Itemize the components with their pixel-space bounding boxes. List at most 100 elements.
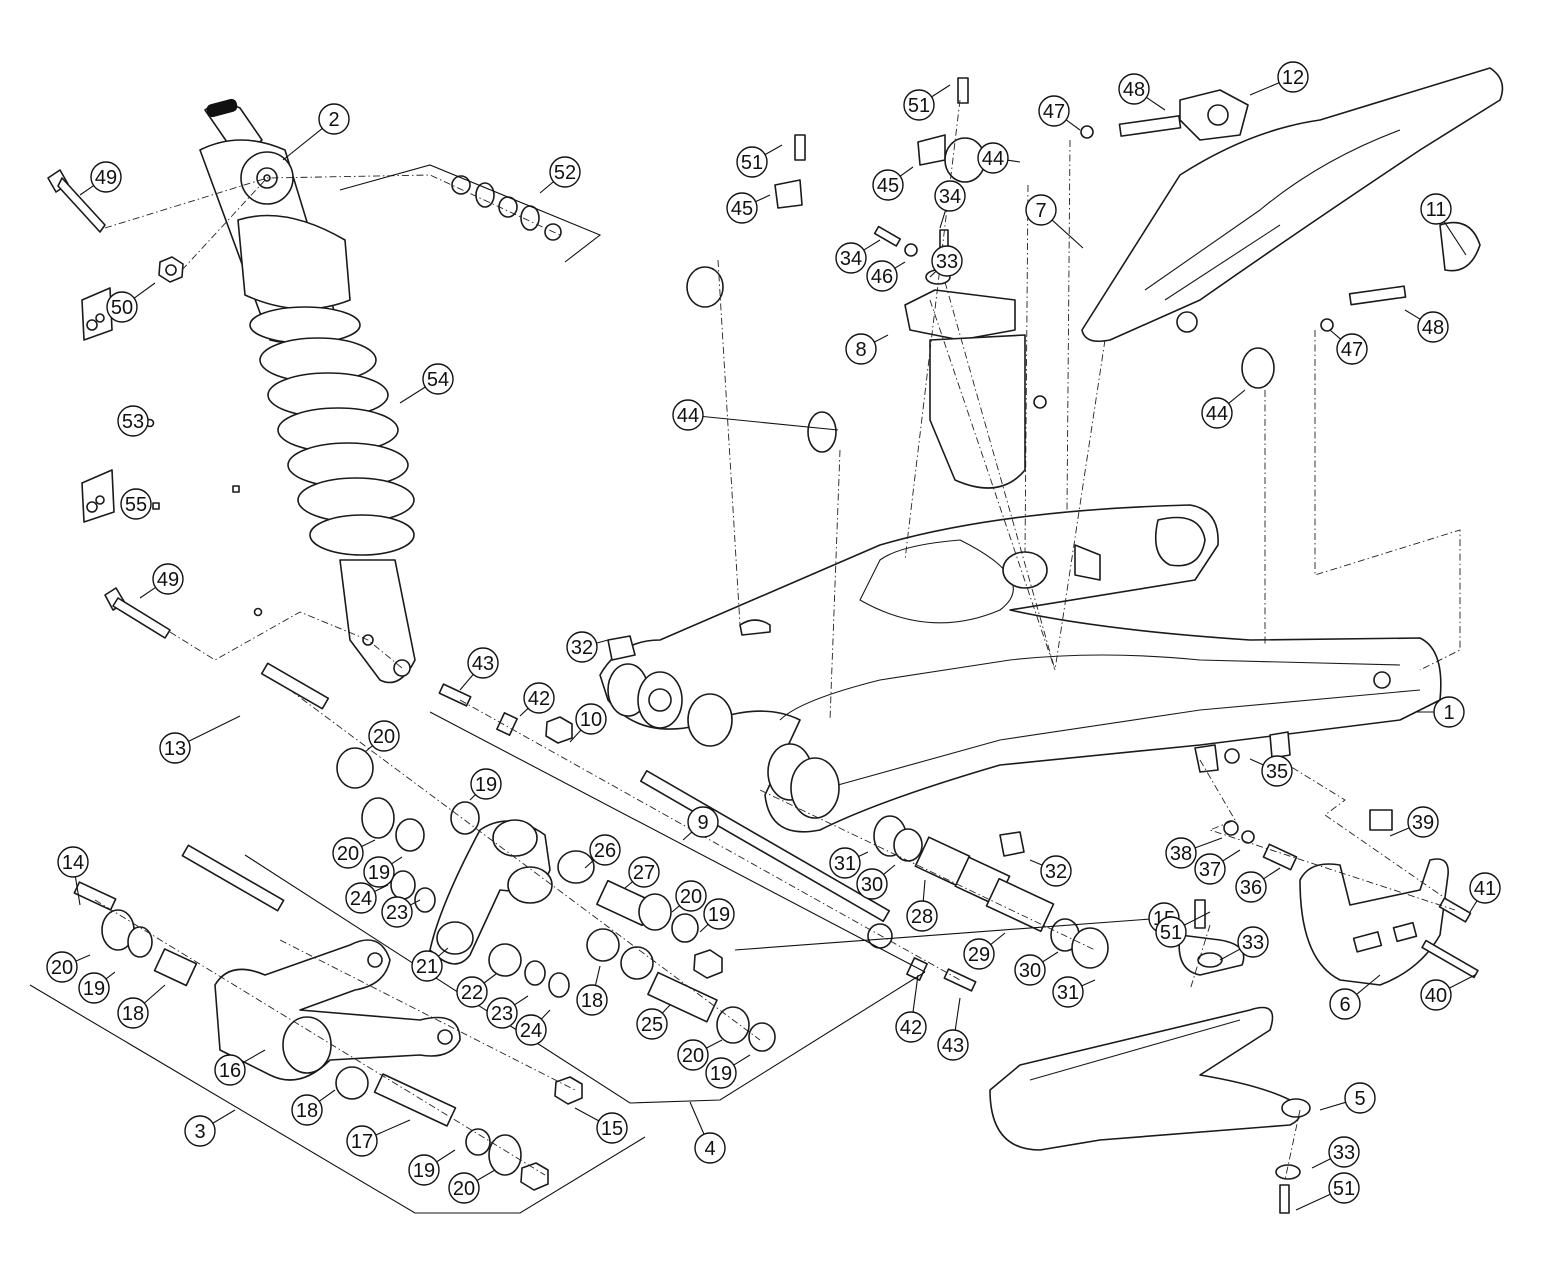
callout-19[interactable]: 19 (703, 898, 735, 930)
callout-46[interactable]: 46 (866, 260, 898, 292)
callout-34[interactable]: 34 (835, 242, 867, 274)
callout-31[interactable]: 31 (829, 847, 861, 879)
callout-5[interactable]: 5 (1344, 1082, 1376, 1114)
callout-55[interactable]: 55 (120, 488, 152, 520)
callout-51[interactable]: 51 (903, 89, 935, 121)
callout-53[interactable]: 53 (117, 405, 149, 437)
callout-number: 48 (1422, 317, 1444, 339)
callout-44[interactable]: 44 (1201, 397, 1233, 429)
callout-10[interactable]: 10 (575, 703, 607, 735)
callout-32[interactable]: 32 (566, 631, 598, 663)
callout-20[interactable]: 20 (368, 720, 400, 752)
callout-38[interactable]: 38 (1165, 837, 1197, 869)
callout-26[interactable]: 26 (589, 834, 621, 866)
linkage-pullrod-16[interactable] (73, 881, 583, 1191)
callout-29[interactable]: 29 (963, 938, 995, 970)
callout-20[interactable]: 20 (448, 1172, 480, 1204)
chain-guard-8[interactable] (904, 289, 1047, 489)
callout-20[interactable]: 20 (677, 1039, 709, 1071)
callout-47[interactable]: 47 (1336, 333, 1368, 365)
callout-21[interactable]: 21 (411, 950, 443, 982)
callout-51[interactable]: 51 (1155, 916, 1187, 948)
callout-47[interactable]: 47 (1038, 95, 1070, 127)
callout-6[interactable]: 6 (1329, 988, 1361, 1020)
callout-24[interactable]: 24 (515, 1014, 547, 1046)
callout-39[interactable]: 39 (1407, 806, 1439, 838)
callout-18[interactable]: 18 (291, 1094, 323, 1126)
bearing-kit-52[interactable] (451, 175, 562, 241)
callout-27[interactable]: 27 (628, 856, 660, 888)
callout-30[interactable]: 30 (856, 868, 888, 900)
callout-13[interactable]: 13 (159, 732, 191, 764)
callout-23[interactable]: 23 (486, 997, 518, 1029)
callout-25[interactable]: 25 (636, 1008, 668, 1040)
callout-35[interactable]: 35 (1261, 755, 1293, 787)
callout-51[interactable]: 51 (1328, 1172, 1360, 1204)
callout-48[interactable]: 48 (1118, 73, 1150, 105)
chain-guide-7[interactable] (1081, 67, 1504, 343)
callout-34[interactable]: 34 (934, 180, 966, 212)
callout-22[interactable]: 22 (456, 976, 488, 1008)
callout-51[interactable]: 51 (736, 146, 768, 178)
callout-33[interactable]: 33 (1328, 1136, 1360, 1168)
callout-2[interactable]: 2 (318, 103, 350, 135)
callout-54[interactable]: 54 (422, 363, 454, 395)
bolt-49-lower[interactable] (104, 587, 263, 639)
callout-20[interactable]: 20 (675, 880, 707, 912)
callout-7[interactable]: 7 (1025, 194, 1057, 226)
callout-50[interactable]: 50 (106, 291, 138, 323)
callout-48[interactable]: 48 (1417, 311, 1449, 343)
callout-3[interactable]: 3 (184, 1115, 216, 1147)
callout-42[interactable]: 42 (523, 682, 555, 714)
callout-32[interactable]: 32 (1040, 855, 1072, 887)
chain-guide-block-6[interactable] (1299, 858, 1449, 986)
callout-circle (1420, 193, 1452, 225)
callout-14[interactable]: 14 (57, 846, 89, 878)
callout-43[interactable]: 43 (937, 1029, 969, 1061)
swingarm[interactable] (599, 504, 1442, 833)
callout-41[interactable]: 41 (1469, 872, 1501, 904)
callout-43[interactable]: 43 (467, 647, 499, 679)
callout-16[interactable]: 16 (214, 1054, 246, 1086)
callout-23[interactable]: 23 (381, 896, 413, 928)
callout-9[interactable]: 9 (687, 806, 719, 838)
bolt-49-upper[interactable] (47, 169, 106, 233)
callout-18[interactable]: 18 (117, 997, 149, 1029)
callout-45[interactable]: 45 (726, 192, 758, 224)
callout-30[interactable]: 30 (1014, 954, 1046, 986)
callout-45[interactable]: 45 (872, 169, 904, 201)
callout-11[interactable]: 11 (1420, 193, 1452, 225)
callout-49[interactable]: 49 (90, 161, 122, 193)
callout-20[interactable]: 20 (332, 837, 364, 869)
callout-24[interactable]: 24 (345, 882, 377, 914)
callout-19[interactable]: 19 (363, 856, 395, 888)
callout-19[interactable]: 19 (470, 768, 502, 800)
callout-33[interactable]: 33 (931, 245, 963, 277)
callout-42[interactable]: 42 (895, 1011, 927, 1043)
callout-number: 44 (677, 405, 699, 427)
callout-19[interactable]: 19 (705, 1057, 737, 1089)
callout-49[interactable]: 49 (152, 563, 184, 595)
shock-absorber[interactable] (199, 98, 416, 684)
callout-15[interactable]: 15 (596, 1112, 628, 1144)
callout-44[interactable]: 44 (977, 142, 1009, 174)
callout-19[interactable]: 19 (78, 972, 110, 1004)
callout-40[interactable]: 40 (1420, 979, 1452, 1011)
callout-17[interactable]: 17 (346, 1125, 378, 1157)
linkage-rocker-21[interactable] (181, 662, 1109, 1052)
callout-33[interactable]: 33 (1237, 926, 1269, 958)
callout-20[interactable]: 20 (46, 951, 78, 983)
callout-28[interactable]: 28 (906, 900, 938, 932)
callout-4[interactable]: 4 (694, 1132, 726, 1164)
callout-37[interactable]: 37 (1194, 853, 1226, 885)
callout-1[interactable]: 1 (1433, 696, 1465, 728)
callout-31[interactable]: 31 (1052, 976, 1084, 1008)
nut-50[interactable] (158, 256, 184, 283)
callout-52[interactable]: 52 (549, 156, 581, 188)
callout-18[interactable]: 18 (576, 984, 608, 1016)
callout-8[interactable]: 8 (845, 333, 877, 365)
callout-19[interactable]: 19 (408, 1154, 440, 1186)
callout-44[interactable]: 44 (672, 399, 704, 431)
callout-12[interactable]: 12 (1277, 61, 1309, 93)
callout-36[interactable]: 36 (1235, 871, 1267, 903)
